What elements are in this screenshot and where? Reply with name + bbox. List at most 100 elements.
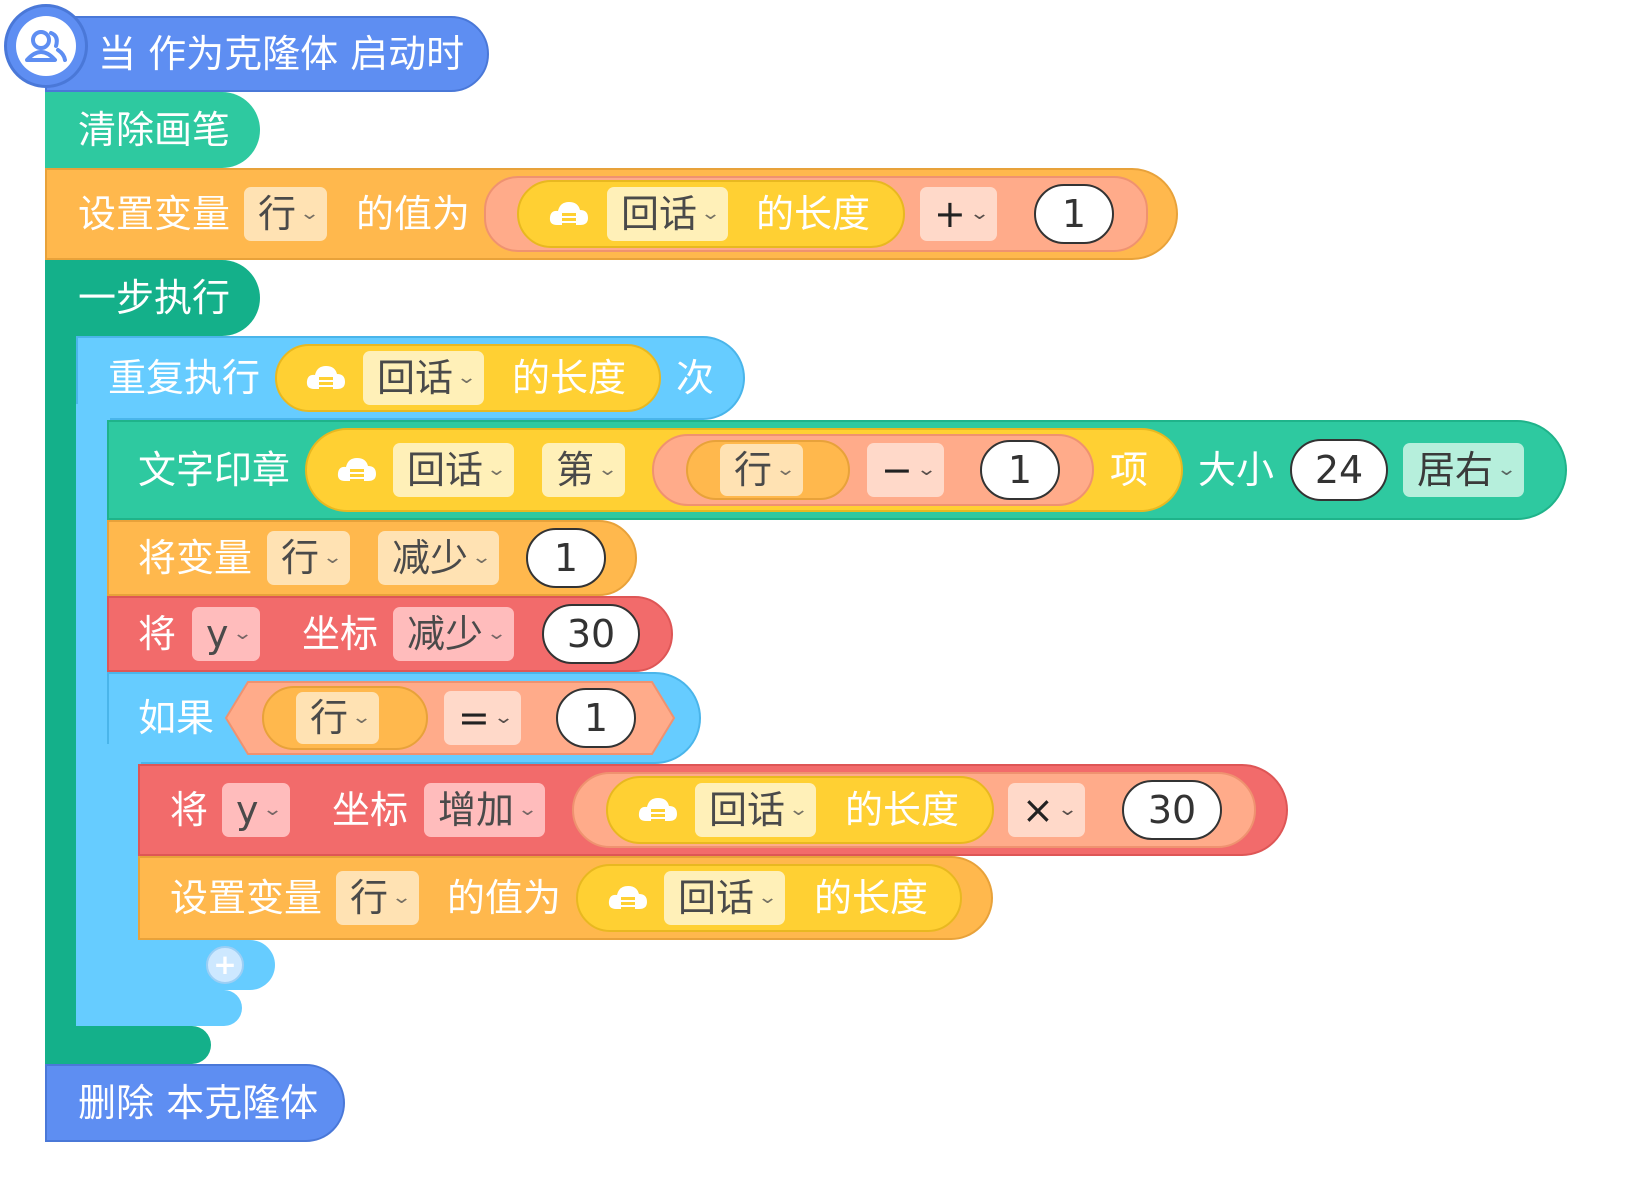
list-name: 回话	[407, 448, 484, 492]
list-dropdown[interactable]: 回话⌄	[664, 871, 786, 925]
chevron-down-icon: ⌄	[350, 707, 373, 728]
add-branch-button[interactable]: +	[206, 946, 244, 984]
chevron-down-icon: ⌄	[1495, 459, 1518, 480]
length-label: 的长度	[845, 788, 960, 832]
variable-name: 行	[281, 536, 320, 580]
axis-dropdown[interactable]: y⌄	[222, 783, 290, 837]
chevron-down-icon: ⌄	[485, 623, 508, 644]
list-name: 回话	[678, 876, 755, 920]
chevron-down-icon: ⌄	[596, 459, 619, 480]
if-arm	[107, 744, 141, 954]
number-input[interactable]: 30	[542, 604, 640, 664]
variable-name: 行	[350, 876, 389, 920]
axis-dropdown[interactable]: y⌄	[192, 607, 260, 661]
index-mode-dropdown[interactable]: 第⌄	[542, 443, 626, 497]
plus-icon: +	[213, 948, 237, 981]
size-input[interactable]: 24	[1290, 439, 1388, 501]
chevron-down-icon: ⌄	[915, 459, 937, 480]
variable-dropdown[interactable]: 行⌄	[720, 444, 804, 496]
chevron-down-icon: ⌄	[699, 203, 722, 224]
operator-dropdown[interactable]: =⌄	[444, 691, 521, 745]
variable-dropdown[interactable]: 行⌄	[244, 187, 328, 241]
number-input[interactable]: 30	[1122, 780, 1222, 840]
cloud-list-icon	[638, 798, 677, 822]
if-foot	[107, 940, 275, 990]
chevron-down-icon: ⌄	[470, 547, 493, 568]
when-clone-starts-block[interactable]	[45, 16, 489, 92]
number-input[interactable]: 1	[1034, 184, 1114, 244]
value-of-label: 的值为	[356, 192, 471, 236]
change-y-label: 将	[138, 612, 177, 656]
set-variable-label: 设置变量	[170, 876, 323, 920]
list-dropdown[interactable]: 回话⌄	[363, 351, 485, 405]
cloud-list-icon	[337, 458, 376, 482]
index-mode: 第	[556, 448, 595, 492]
cloud-list-icon	[549, 202, 588, 226]
action-value: 减少	[407, 612, 484, 656]
operator-symbol: −	[881, 448, 913, 492]
number-input[interactable]: 1	[556, 688, 636, 748]
operator-dropdown[interactable]: +⌄	[920, 187, 997, 241]
step-execute-block[interactable]	[45, 260, 260, 336]
cloud-list-icon	[608, 886, 647, 910]
action-dropdown[interactable]: 减少⌄	[393, 607, 515, 661]
alignment-dropdown[interactable]: 居右⌄	[1403, 443, 1525, 497]
clear-pen-block[interactable]	[45, 92, 260, 168]
number-input[interactable]: 1	[526, 528, 606, 588]
operator-symbol: ×	[1022, 788, 1054, 832]
size-value: 24	[1314, 448, 1364, 492]
number-input[interactable]: 1	[980, 440, 1060, 500]
change-variable-label: 将变量	[138, 536, 253, 580]
operator-symbol: +	[934, 192, 966, 236]
variable-dropdown[interactable]: 行⌄	[336, 871, 420, 925]
axis-value: y	[236, 788, 259, 832]
variable-dropdown[interactable]: 行⌄	[296, 692, 380, 744]
list-name: 回话	[709, 788, 786, 832]
delete-clone-block[interactable]	[45, 1064, 345, 1142]
repeat-label: 重复执行	[108, 356, 261, 400]
chevron-down-icon: ⌄	[485, 459, 508, 480]
item-label: 项	[1110, 448, 1149, 492]
number-value: 30	[566, 612, 616, 656]
action-value: 减少	[392, 536, 469, 580]
action-dropdown[interactable]: 增加⌄	[424, 783, 546, 837]
step-execute-foot	[45, 1026, 211, 1064]
size-label: 大小	[1198, 448, 1275, 492]
users-icon	[16, 16, 76, 76]
repeat-arm	[76, 404, 110, 992]
chevron-down-icon: ⌄	[787, 799, 810, 820]
length-label: 的长度	[756, 192, 871, 236]
coordinate-label: 坐标	[332, 788, 409, 832]
number-value: 1	[1061, 192, 1087, 236]
axis-value: y	[206, 612, 229, 656]
times-label: 次	[676, 356, 715, 400]
action-value: 增加	[438, 788, 515, 832]
chevron-down-icon: ⌄	[516, 799, 539, 820]
number-value: 1	[1007, 448, 1033, 492]
variable-name: 行	[258, 192, 297, 236]
chevron-down-icon: ⌄	[492, 707, 514, 728]
action-dropdown[interactable]: 减少⌄	[378, 531, 500, 585]
chevron-down-icon: ⌄	[1056, 799, 1078, 820]
chevron-down-icon: ⌄	[968, 203, 990, 224]
value-of-label: 的值为	[447, 876, 562, 920]
list-dropdown[interactable]: 回话⌄	[393, 443, 515, 497]
set-variable-label: 设置变量	[78, 192, 231, 236]
operator-symbol: =	[458, 696, 490, 740]
number-value: 1	[553, 536, 579, 580]
number-value: 1	[583, 696, 609, 740]
list-dropdown[interactable]: 回话⌄	[695, 783, 817, 837]
chevron-down-icon: ⌄	[298, 203, 321, 224]
chevron-down-icon: ⌄	[390, 887, 413, 908]
delete-clone-label: 删除 本克隆体	[78, 1081, 319, 1125]
chevron-down-icon: ⌄	[261, 799, 283, 820]
chevron-down-icon: ⌄	[455, 367, 478, 388]
alignment-value: 居右	[1417, 448, 1494, 492]
list-dropdown[interactable]: 回话⌄	[607, 187, 729, 241]
operator-dropdown[interactable]: ×⌄	[1008, 783, 1085, 837]
operator-dropdown[interactable]: −⌄	[867, 443, 944, 497]
text-stamp-label: 文字印章	[138, 448, 291, 492]
variable-dropdown[interactable]: 行⌄	[267, 531, 351, 585]
hat-label: 当 作为克隆体 启动时	[98, 32, 465, 76]
step-execute-arm	[45, 320, 79, 1028]
